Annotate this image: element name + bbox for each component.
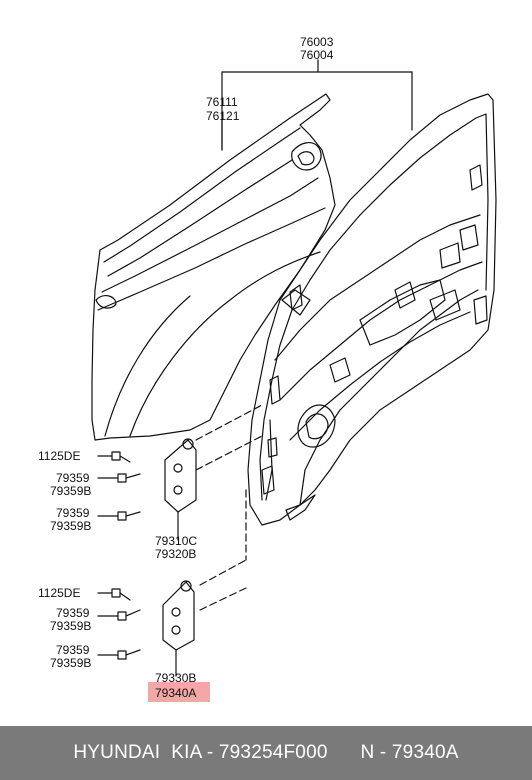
door-outer-panel <box>91 93 336 441</box>
label-79359-upper2: 79359 <box>56 506 90 520</box>
footer-spacer <box>328 742 361 764</box>
label-79359-lower: 79359 <box>56 606 90 620</box>
label-79359b-upper: 79359B <box>50 484 91 498</box>
label-79320b: 79320B <box>155 547 196 561</box>
label-1125de-upper: 1125DE <box>38 449 80 463</box>
leader-door-assy <box>221 59 413 151</box>
label-79359b-upper2: 79359B <box>50 519 91 533</box>
lower-hinge <box>162 580 195 677</box>
label-79359-upper: 79359 <box>56 471 90 485</box>
footer-oem-number: N - 79340A <box>360 742 459 763</box>
alignment-lines <box>195 404 263 611</box>
bolt-group-upper <box>97 451 141 521</box>
label-76003: 76003 <box>300 35 334 49</box>
label-79359b-lower2: 79359B <box>50 656 91 670</box>
part-highlight <box>148 682 210 702</box>
label-76121: 76121 <box>206 109 240 123</box>
label-79359b-lower: 79359B <box>50 619 91 633</box>
label-79359-lower2: 79359 <box>56 643 90 657</box>
bolt-group-lower <box>97 588 141 660</box>
label-79330b: 79330B <box>155 671 196 685</box>
label-79310c: 79310C <box>155 534 197 548</box>
label-76111: 76111 <box>206 95 238 109</box>
label-79340a: 79340A <box>155 686 196 700</box>
label-76004: 76004 <box>300 48 334 62</box>
upper-hinge <box>164 438 197 541</box>
label-1125de-lower: 1125DE <box>38 586 80 600</box>
door-inner-frame <box>247 93 497 526</box>
footer-bar: HYUNDAI KIA - 793254F000 N - 79340A <box>0 726 532 780</box>
footer-part-number: HYUNDAI KIA - 793254F000 <box>73 742 328 763</box>
parts-diagram: 76003 76004 76111 76121 1125DE 79359 793… <box>38 35 497 702</box>
